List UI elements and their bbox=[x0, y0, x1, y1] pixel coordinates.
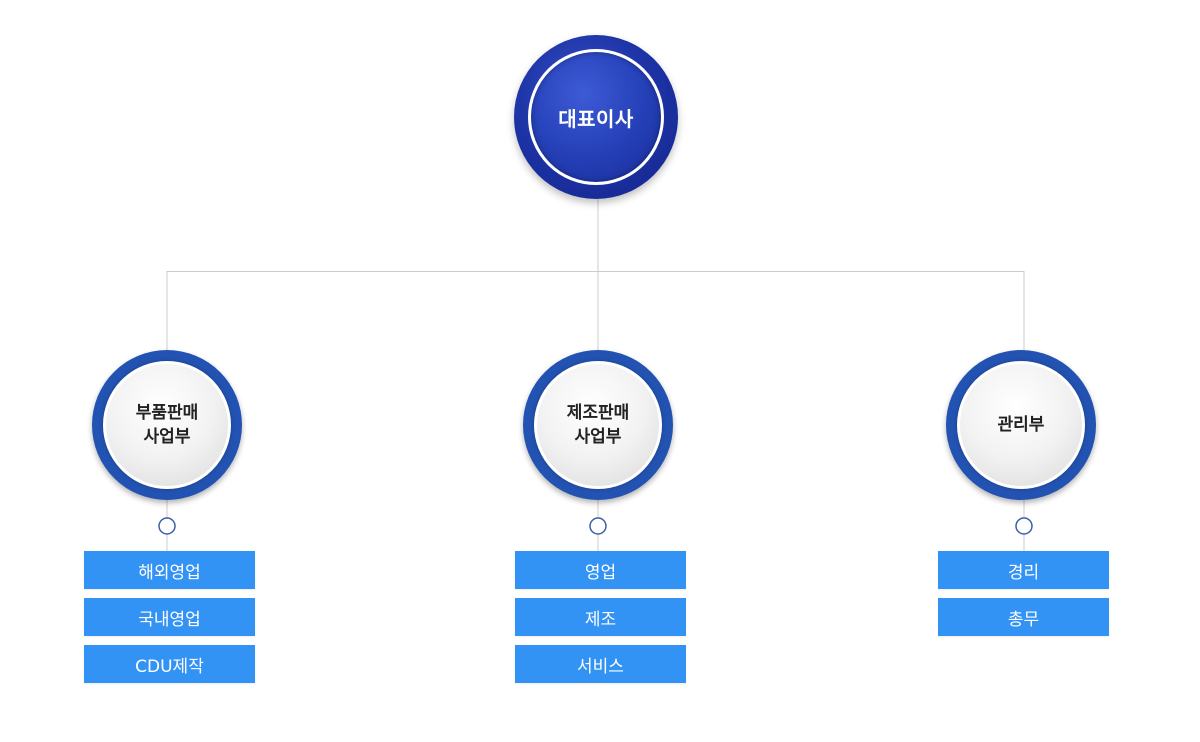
subunit-manufacturing: 제조 bbox=[515, 598, 686, 636]
ceo-label: 대표이사 bbox=[528, 49, 664, 185]
subunit-accounting: 경리 bbox=[938, 551, 1109, 589]
dept1-node-marker bbox=[158, 517, 176, 535]
dept-management-subunits: 경리 총무 bbox=[938, 551, 1109, 645]
subunit-general-affairs: 총무 bbox=[938, 598, 1109, 636]
subunit-sales: 영업 bbox=[515, 551, 686, 589]
subunit-service: 서비스 bbox=[515, 645, 686, 683]
dept3-node-marker bbox=[1015, 517, 1033, 535]
subunit-cdu-production: CDU제작 bbox=[84, 645, 255, 683]
dept-manufacturing-sales: 제조판매 사업부 bbox=[523, 350, 673, 500]
dept-parts-sales-label: 부품판매 사업부 bbox=[103, 361, 231, 489]
dept-manufacturing-sales-label: 제조판매 사업부 bbox=[534, 361, 662, 489]
dept-management-label: 관리부 bbox=[957, 361, 1085, 489]
dept2-node-marker bbox=[589, 517, 607, 535]
subunit-overseas-sales: 해외영업 bbox=[84, 551, 255, 589]
subunit-domestic-sales: 국내영업 bbox=[84, 598, 255, 636]
dept-parts-sales: 부품판매 사업부 bbox=[92, 350, 242, 500]
dept-parts-sales-subunits: 해외영업 국내영업 CDU제작 bbox=[84, 551, 255, 692]
ceo-node: 대표이사 bbox=[514, 35, 678, 199]
dept-manufacturing-sales-subunits: 영업 제조 서비스 bbox=[515, 551, 686, 692]
dept-management: 관리부 bbox=[946, 350, 1096, 500]
